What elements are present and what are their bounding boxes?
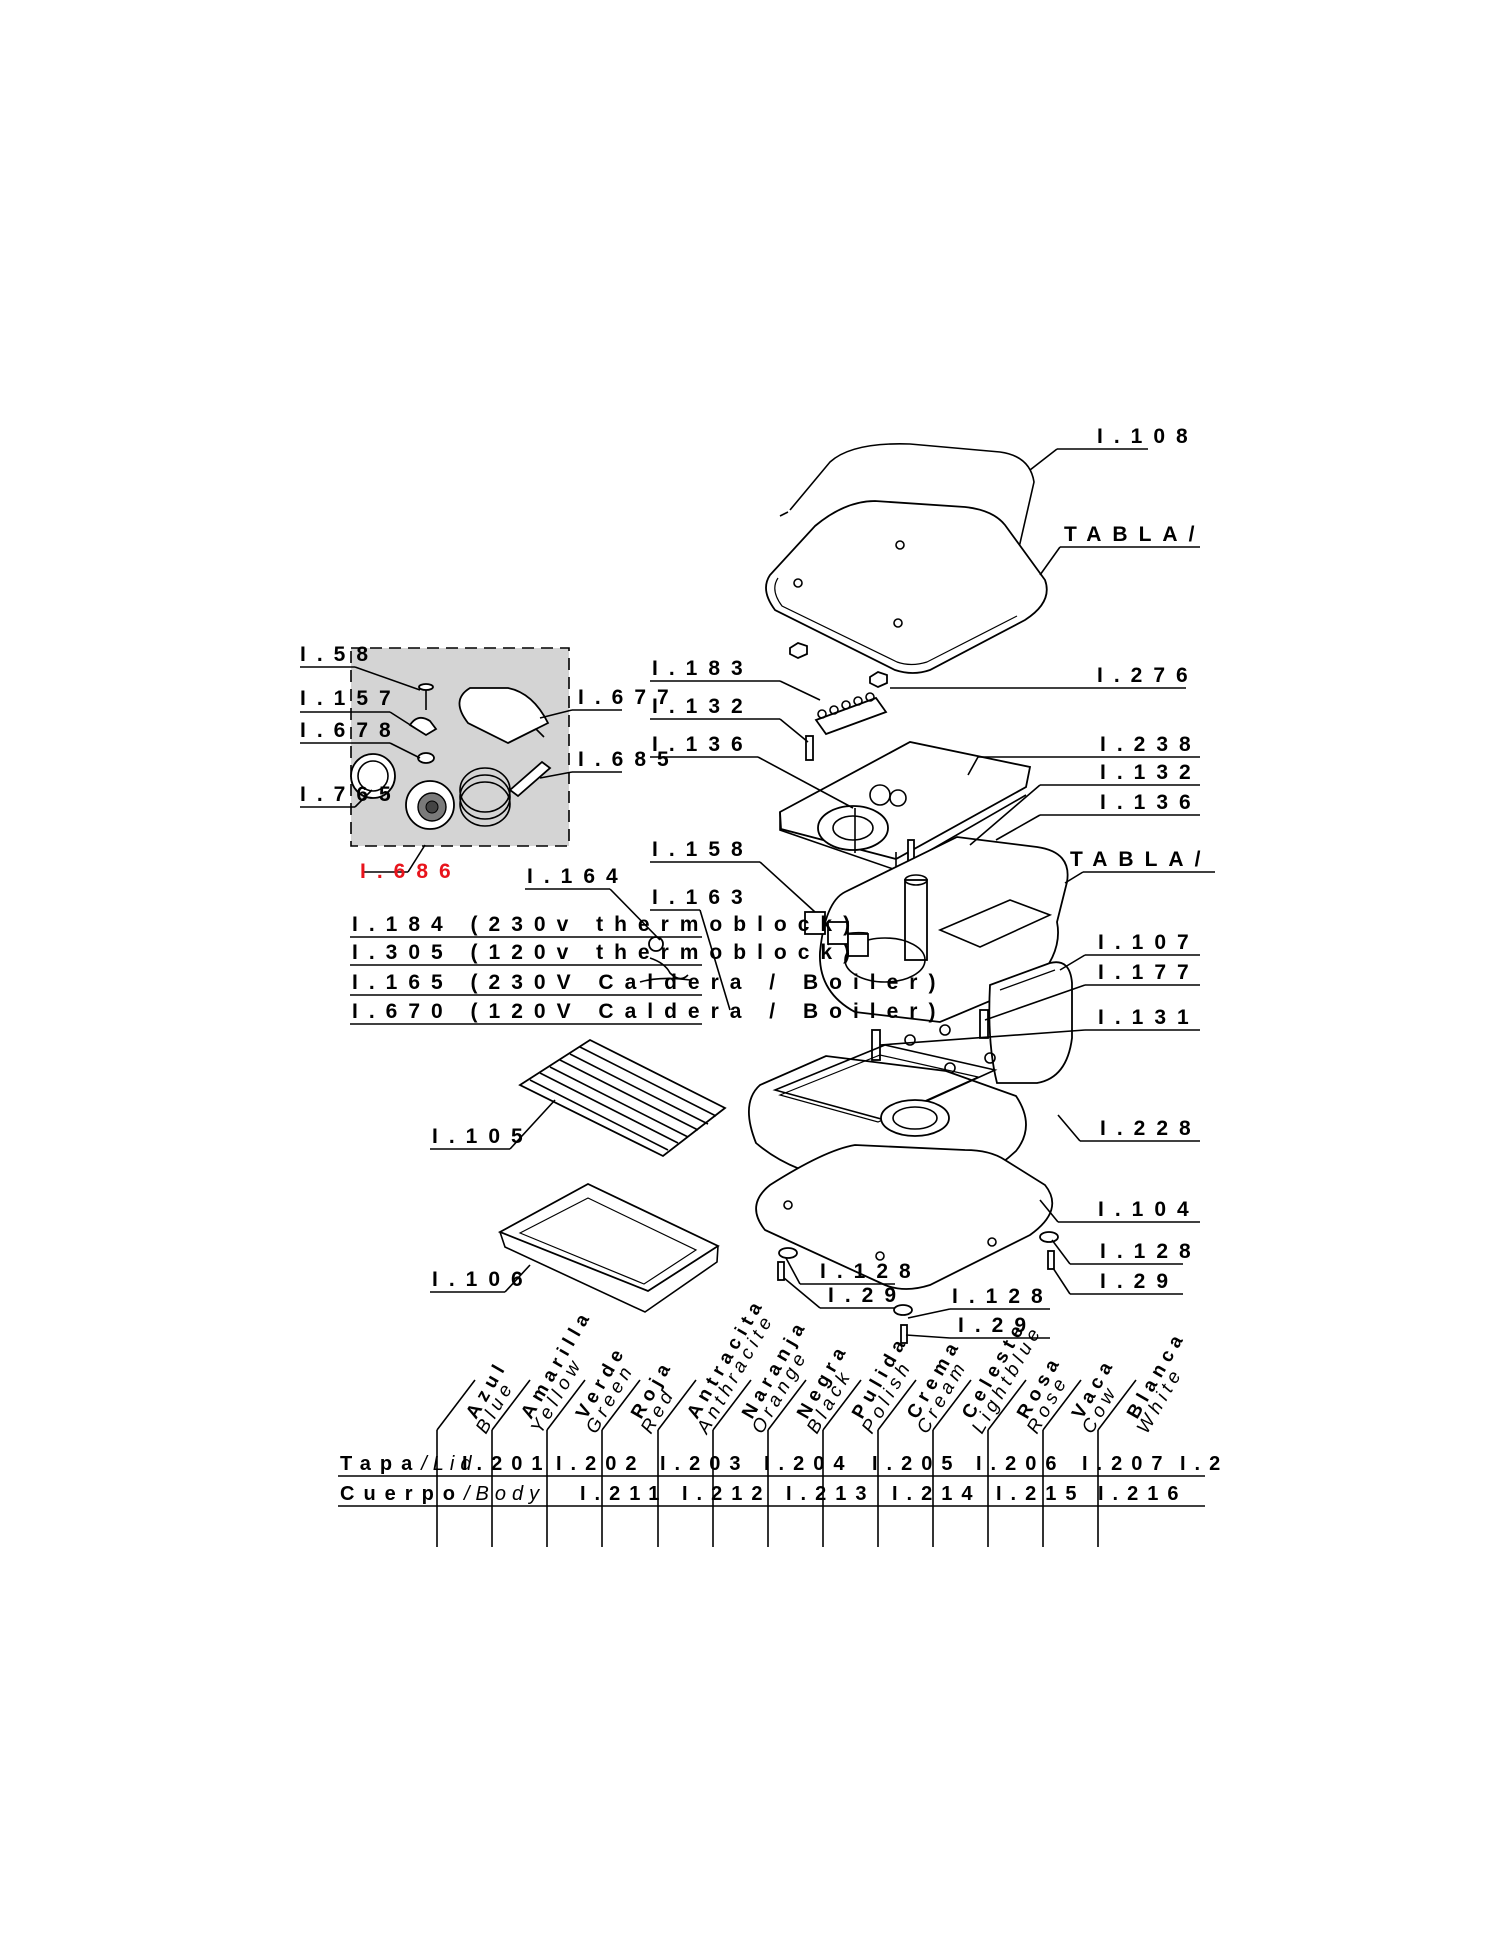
lid-code: I.201 [462,1453,551,1475]
row-label-lid-en: /Lid [419,1453,477,1475]
label-l158: I.158 [652,838,754,861]
label-l228: I.228 [1100,1117,1202,1140]
washer-part [417,752,435,764]
screw-part [418,683,434,710]
body-code: I.215 [996,1483,1085,1505]
label-l238: I.238 [1100,733,1202,756]
leader-lines [300,448,1215,1339]
lid-code: I.202 [556,1453,645,1475]
lid-code: I.207 [1082,1453,1171,1475]
switches-part [804,911,869,957]
label-l184: I.184 (230v thermoblock) [352,913,861,936]
label-l104: I.104 [1098,1198,1200,1221]
label-tabla-lid: TABLA/ [1064,523,1205,546]
row-label-body-es: Cuerpo [340,1483,464,1505]
label-l128-right: I.128 [1100,1240,1202,1263]
label-l131: I.131 [1098,1006,1200,1029]
body-code: I.214 [892,1483,981,1505]
label-l58: I.58 [300,643,379,666]
lid-code: I.2 [1180,1453,1229,1475]
label-l29-bottom: I.29 [958,1314,1037,1337]
label-l677: I.677 [578,686,680,709]
label-l305: I.305 (120v thermoblock) [352,941,861,964]
ring-part [350,753,396,799]
label-l106: I.106 [432,1268,534,1291]
label-l164: I.164 [527,865,629,888]
terminal-block-part [814,692,888,736]
lid-code: I.206 [976,1453,1065,1475]
heater-disc-part [405,780,455,830]
label-l108: I.108 [1097,425,1199,448]
label-l276: I.276 [1097,664,1199,687]
label-l132-right: I.132 [1100,761,1202,784]
label-l132-top: I.132 [652,695,754,718]
label-l136-top: I.136 [652,733,754,756]
lid-part [765,500,1048,674]
label-l105: I.105 [432,1125,534,1148]
upper-body-part [819,836,1069,1023]
drip-tray-part [497,1182,720,1313]
lid-code: I.204 [764,1453,853,1475]
coil-part [459,760,552,827]
label-l165: I.165 (230V Caldera / Boiler) [352,971,946,994]
row-label-body-en: /Body [462,1483,545,1505]
label-l163: I.163 [652,886,754,909]
label-l686: I.686 [360,860,462,883]
body-code: I.211 [580,1483,668,1505]
label-l128-left: I.128 [820,1260,922,1283]
row-label-lid-es: Tapa [340,1453,421,1475]
bottom-plate-part [755,1144,1054,1290]
label-l157: I.157 [300,687,402,710]
label-l685: I.685 [578,748,680,771]
label-l183: I.183 [652,657,754,680]
label-tabla-body: TABLA/ [1070,848,1211,871]
label-l177: I.177 [1098,961,1200,984]
label-l29-left: I.29 [828,1284,907,1307]
label-l128-bottom: I.128 [952,1285,1054,1308]
lid-code: I.205 [872,1453,961,1475]
row-label-lid: Tapa/Lid [340,1453,477,1475]
body-code: I.216 [1098,1483,1187,1505]
clamp-part [408,716,438,737]
color-code-table: Azul Blue Amarilla Yellow Verde Green Ro… [338,1294,1229,1547]
label-l670: I.670 (120V Caldera / Boiler) [352,1000,946,1023]
boiler-subassembly-group [350,647,570,847]
lid-code: I.203 [660,1453,749,1475]
label-l136-right: I.136 [1100,791,1202,814]
row-label-body: Cuerpo/Body [340,1483,545,1505]
drip-grid-part [518,1038,727,1158]
label-l765: I.765 [300,783,402,806]
label-l678: I.678 [300,719,402,742]
side-panel-part [988,961,1073,1084]
body-code: I.212 [682,1483,771,1505]
label-l29-right: I.29 [1100,1270,1179,1293]
body-code: I.213 [786,1483,875,1505]
label-l107: I.107 [1098,931,1200,954]
